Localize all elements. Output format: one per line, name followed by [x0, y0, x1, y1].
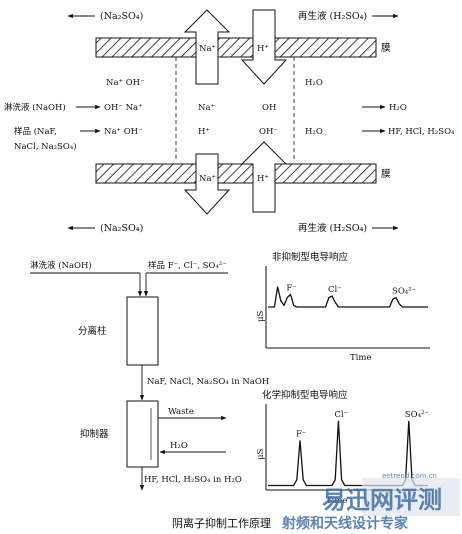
regen-top-right: 再生液 (H₂SO₄) [298, 10, 367, 22]
chart-top: 非抑制型电导响应 μS Time F⁻ Cl⁻ SO₄²⁻ [256, 251, 430, 363]
h-plus-lower: H⁺ [257, 174, 269, 184]
oh-na-left: OH⁻ Na⁺ [104, 103, 143, 113]
watermark: 易迅网评测 射频和天线设计专家 eetrend.com.cn [281, 472, 460, 532]
suppressor-label: 抑制器 [80, 428, 109, 440]
eluent-label: 淋洗液 (NaOH) [4, 102, 66, 113]
na-plus-upper: Na⁺ [199, 44, 216, 54]
waste-label: Waste [168, 407, 194, 417]
h2o-upper: H₂O [305, 78, 323, 88]
watermark-big: 易迅网评测 [322, 485, 442, 514]
arrow-down-h-upper [240, 9, 288, 85]
h2o-right-1: H₂O [389, 103, 407, 113]
na-plus-lower: Na⁺ [199, 174, 216, 184]
membrane-upper [95, 37, 377, 58]
membrane-lower-label: 膜 [381, 169, 391, 180]
h-mid: H⁺ [198, 127, 210, 137]
oh-mid: OH [262, 103, 276, 113]
after-column-label: NaF, NaCl, Na₂SO₄ in NaOH [147, 377, 269, 387]
arrow-down-na-lower [183, 153, 231, 215]
chart-bottom-xlabel: Time [326, 496, 347, 506]
watermark-small: 射频和天线设计专家 [281, 515, 409, 532]
membrane-upper-label: 膜 [381, 43, 391, 54]
suppressor-schematic: (Na₂SO₄) 再生液 (H₂SO₄) 膜 Na⁺ H⁺ Na⁺ OH⁻ H₂… [4, 9, 455, 234]
water-label: H₂O [170, 441, 188, 451]
chart-top-ylabel: μS [256, 310, 266, 322]
chart-bottom-peak-f: F⁻ [296, 429, 306, 439]
chart-top-trace [268, 286, 428, 308]
chart-bottom-title: 化学抑制型电导响应 [262, 389, 348, 401]
chart-bottom-trace [268, 420, 428, 487]
eluent-flow-label: 淋洗液 (NaOH) [30, 260, 92, 271]
chart-top-peak-f: F⁻ [286, 284, 296, 294]
sample-label-1: 样品 (NaF, [14, 126, 57, 137]
na-oh-left-2: Na⁺ OH⁻ [104, 127, 143, 137]
chart-top-peak-so4: SO₄²⁻ [392, 287, 416, 297]
membrane-lower [95, 163, 377, 184]
na2so4-bottom-left: (Na₂SO₄) [100, 223, 143, 234]
chart-top-xlabel: Time [350, 353, 371, 363]
arrow-up-h-lower [240, 141, 288, 213]
arrow-up-na-upper [183, 9, 231, 85]
products-right: HF, HCl, H₂SO₄ [388, 127, 455, 137]
figure-caption: 阴离子抑制工作原理 [172, 516, 271, 530]
watermark-box [362, 478, 460, 516]
suppressor-device [126, 400, 159, 468]
chart-top-title: 非抑制型电导响应 [272, 251, 349, 263]
watermark-url: eetrend.com.cn [382, 472, 437, 480]
sample-flow-label: 样品 F⁻, Cl⁻, SO₄²⁻ [148, 260, 227, 271]
regen-bottom-right: 再生液 (H₂SO₄) [298, 222, 367, 234]
h-plus-upper: H⁺ [257, 44, 269, 54]
na-mid: Na⁺ [198, 103, 215, 113]
chart-bottom-peak-cl: Cl⁻ [334, 410, 348, 420]
flow-scheme: 淋洗液 (NaOH) 样品 F⁻, Cl⁻, SO₄²⁻ 分离柱 NaF, Na… [30, 260, 269, 491]
oh-minus-mid: OH⁻ [259, 127, 278, 137]
h2o-mid-right: H₂O [305, 127, 323, 137]
chart-top-peak-cl: Cl⁻ [328, 285, 342, 295]
chart-bottom-peak-so4: SO₄²⁻ [405, 410, 429, 420]
sample-label-2: NaCl, Na₂SO₄) [14, 141, 77, 152]
na-oh-left-1: Na⁺ OH⁻ [106, 78, 145, 88]
after-suppressor-label: HF, HCl, H₂SO₄ in H₂O [144, 475, 242, 485]
column-label: 分离柱 [78, 325, 107, 337]
chart-bottom-ylabel: μS [256, 448, 266, 460]
separation-column [126, 296, 159, 366]
na2so4-top-left: (Na₂SO₄) [100, 11, 143, 22]
